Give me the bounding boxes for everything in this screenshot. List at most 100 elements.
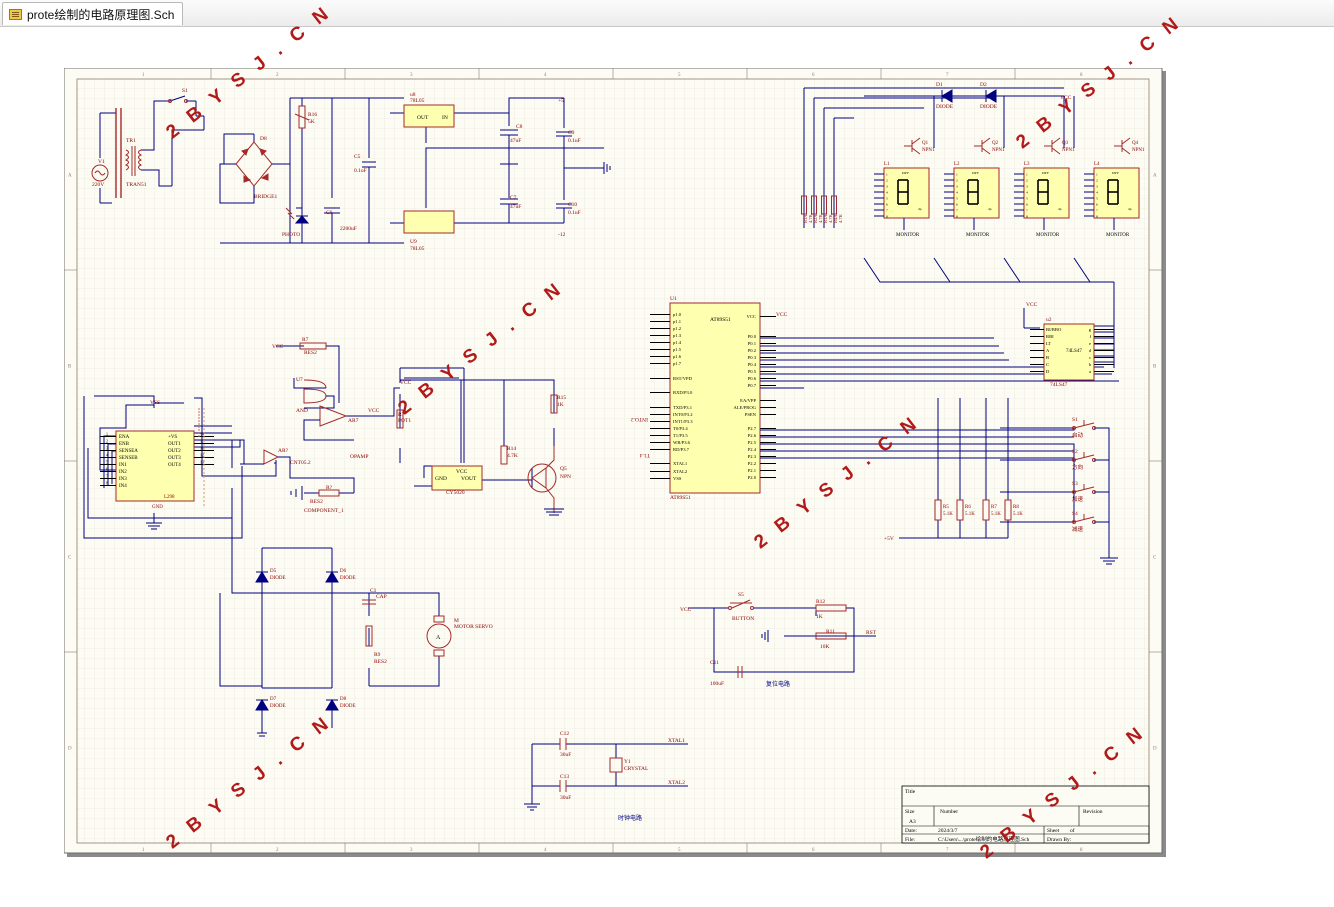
r15-ref: R15 bbox=[557, 395, 566, 401]
svg-text:DPY: DPY bbox=[1112, 171, 1119, 175]
plus5v-label: +5V bbox=[884, 536, 894, 542]
rst-label: RST bbox=[866, 630, 877, 636]
u1-pin-right: ALE/PROG bbox=[734, 405, 757, 410]
bridge-diode-value: DIODE bbox=[340, 704, 356, 709]
r16-ref: R16 bbox=[308, 112, 317, 118]
pullup-resistor: R85.1K bbox=[1004, 499, 1023, 521]
u2-pin-left: A bbox=[1046, 348, 1050, 353]
zone-row-right: C bbox=[1153, 556, 1157, 561]
switch-ref: S4 bbox=[1072, 511, 1078, 517]
vcc-label-3: VCC bbox=[400, 380, 412, 386]
svg-text:8: 8 bbox=[1096, 215, 1098, 219]
svg-text:2: 2 bbox=[886, 179, 888, 183]
file-label: File: bbox=[905, 837, 916, 843]
svg-text:dp: dp bbox=[988, 207, 992, 211]
power-supply bbox=[91, 95, 611, 244]
d8-value: BRIDGE1 bbox=[254, 194, 277, 200]
svg-text:5: 5 bbox=[1026, 197, 1028, 201]
l298-pin-name: +VS bbox=[168, 435, 177, 440]
u9-ref: U9 bbox=[410, 239, 417, 245]
rseg-ref: R1A bbox=[803, 214, 808, 223]
bridge-diode-value: DIODE bbox=[340, 576, 356, 581]
zone-row-right: A bbox=[1153, 174, 1157, 179]
vcc-label-7: VCC bbox=[680, 607, 692, 613]
zone-col-bottom: 4 bbox=[544, 848, 547, 853]
u2-name: 74LS47 bbox=[1050, 382, 1068, 388]
svg-text:3: 3 bbox=[956, 185, 958, 189]
zone-col-top: 6 bbox=[812, 73, 815, 78]
svg-text:5: 5 bbox=[886, 197, 888, 201]
rseg-value: 4.7K bbox=[838, 213, 843, 223]
cy5020-name: CY5020 bbox=[446, 490, 465, 496]
document-tab[interactable]: prote绘制的电路原理图.Sch bbox=[2, 2, 184, 25]
svg-text:7: 7 bbox=[1026, 209, 1028, 213]
u1-pin-left: INT0/P3.2 bbox=[673, 412, 693, 417]
y1-ref: Y1 bbox=[624, 759, 631, 765]
r7-ref: R7 bbox=[302, 337, 309, 343]
c6-ref: C6 bbox=[326, 210, 333, 216]
rseg-ref: R2A bbox=[813, 214, 818, 223]
q5-value: NPN bbox=[560, 474, 571, 480]
display-ref: L2 bbox=[954, 162, 960, 167]
q3-ref: Q3 bbox=[1062, 141, 1069, 146]
u1-pin-right: P0.1 bbox=[748, 341, 757, 346]
c9-ref: C9 bbox=[568, 130, 575, 136]
pullup-ref: R8 bbox=[1013, 505, 1019, 510]
u1-pin-left: TXD/P3.1 bbox=[673, 405, 693, 410]
u1-pin-left: XTAL1 bbox=[673, 461, 688, 466]
u8-value: 78L05 bbox=[410, 98, 425, 104]
clock-caption: 时钟电路 bbox=[618, 814, 642, 822]
u7-ref: U7 bbox=[296, 377, 303, 383]
l298-vss-label: VSS bbox=[150, 400, 160, 406]
svg-text:2: 2 bbox=[956, 179, 958, 183]
d2-ref: D2 bbox=[980, 82, 987, 88]
c1-value: CAP bbox=[376, 594, 387, 600]
u1-pin-left: p1.5 bbox=[673, 347, 682, 352]
svg-text:1: 1 bbox=[1026, 173, 1028, 177]
rseg-ref: R4A bbox=[833, 214, 838, 223]
q2-value: NPN1 bbox=[992, 148, 1005, 153]
u1-pin-right: P2.6 bbox=[748, 433, 757, 438]
u7-value: AND bbox=[296, 408, 308, 414]
c10-value: 0.1uF bbox=[568, 210, 581, 216]
u1-pin-left: T0/P3.4 bbox=[673, 426, 688, 431]
zone-row-left: A bbox=[68, 174, 72, 179]
motor-ref: M bbox=[454, 618, 459, 624]
pullup-value: 5.1K bbox=[991, 512, 1001, 517]
svg-text:6: 6 bbox=[956, 203, 958, 207]
rcomp-value: RES2 bbox=[310, 499, 323, 505]
cy5020-gnd: GND bbox=[435, 476, 447, 482]
size-label: Size bbox=[905, 809, 915, 815]
svg-text:dp: dp bbox=[918, 207, 922, 211]
motor-value: MOTOR SERVO bbox=[454, 624, 493, 630]
l298-pin-num: 3 bbox=[106, 446, 108, 451]
zone-col-top: 4 bbox=[544, 73, 547, 78]
q4-ref: Q4 bbox=[1132, 141, 1139, 146]
svg-text:dp: dp bbox=[1128, 207, 1132, 211]
s5-ref: S5 bbox=[738, 592, 744, 598]
l298-pin-name: IN2 bbox=[119, 470, 127, 475]
xtal1-label: XTAL1 bbox=[668, 738, 685, 744]
svg-text:7: 7 bbox=[1096, 209, 1098, 213]
bridge-diode-value: DIODE bbox=[270, 704, 286, 709]
of-label: of bbox=[1070, 827, 1075, 834]
zone-col-top: 3 bbox=[410, 73, 413, 78]
r14-value: 4.7K bbox=[507, 453, 518, 459]
l298-pin-name: IN3 bbox=[119, 477, 127, 482]
zone-col-top: 7 bbox=[946, 73, 949, 78]
l298-pin-name: OUT1 bbox=[168, 442, 181, 447]
svg-text:1: 1 bbox=[1096, 173, 1098, 177]
cy5020-vcc: VCC bbox=[456, 469, 468, 475]
